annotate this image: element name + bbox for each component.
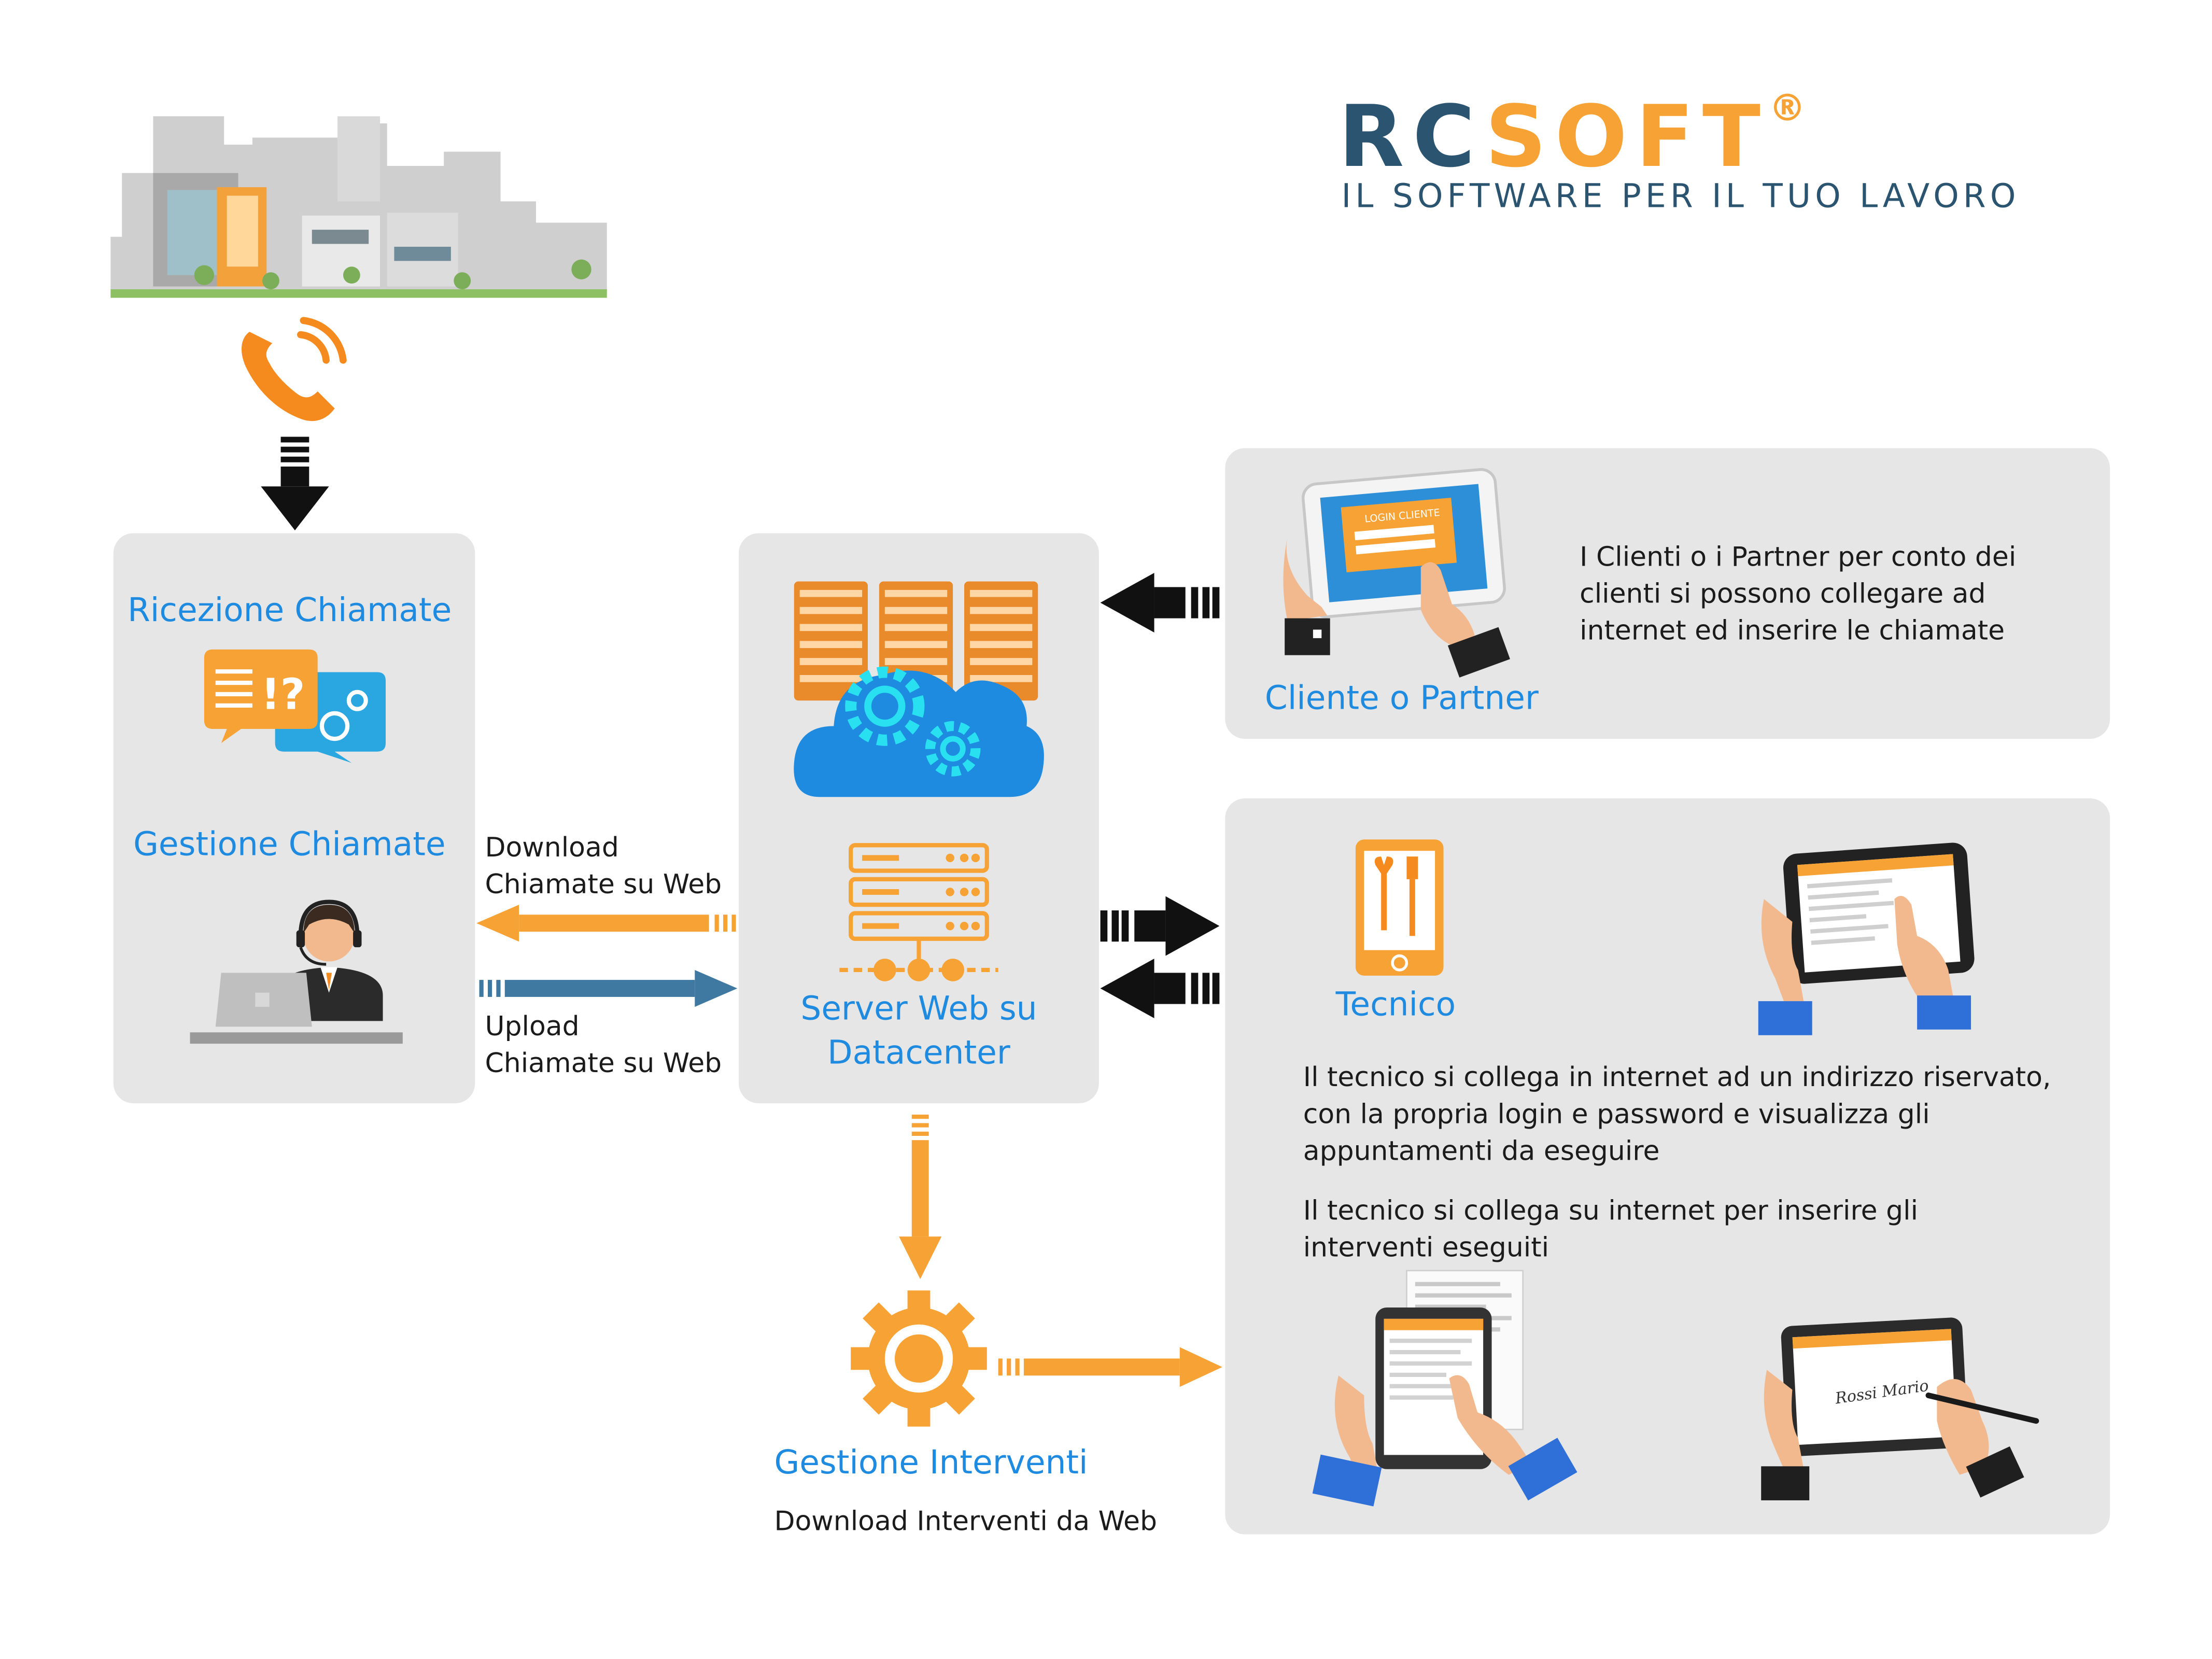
arrow-right-blue-icon: [479, 969, 738, 1007]
arrow-down-black-icon: [261, 437, 329, 531]
svg-text:!?: !?: [261, 670, 305, 720]
download-label-line2: Chiamate su Web: [485, 869, 722, 901]
logo-tagline: IL SOFTWARE PER IL TUO LAVORO: [1341, 178, 2020, 216]
gear-icon: [851, 1290, 987, 1427]
server-rack-icon: [839, 843, 998, 981]
server-caption-line2: Datacenter: [827, 1035, 1010, 1072]
tech-paragraph-1: Il tecnico si collega in internet ad un …: [1303, 1062, 2051, 1168]
arrow-left-orange-icon: [476, 905, 736, 942]
smartphone-tools-icon: [1355, 839, 1444, 976]
tablet-hands-icon: [1758, 842, 1975, 1035]
logo-soft: SOFT: [1485, 88, 1769, 188]
tablet-login-icon: LOGIN CLIENTE: [1283, 468, 1510, 678]
logo-registered-mark: ®: [1769, 88, 1814, 131]
gestione-interventi-title: Gestione Interventi: [774, 1445, 1088, 1482]
ricezione-chiamate-title: Ricezione Chiamate: [128, 593, 452, 630]
arrow-right-black-icon: [1100, 896, 1220, 956]
arrow-left-black-top-icon: [1100, 573, 1220, 632]
cloud-servers-icon: [794, 581, 1044, 797]
tecnico-title: Tecnico: [1335, 987, 1456, 1024]
client-partner-description: I Clienti o i Partner per conto dei clie…: [1580, 541, 2017, 647]
arrow-right-orange-icon: [998, 1347, 1222, 1387]
arrow-down-orange-icon: [899, 1114, 942, 1280]
client-partner-title: Cliente o Partner: [1264, 680, 1539, 718]
download-label-line1: Download: [485, 832, 619, 864]
tablet-form-icon: [1312, 1270, 1577, 1507]
logo: RCSOFT® IL SOFTWARE PER IL TUO LAVORO: [1339, 88, 2104, 230]
server-caption-line1: Server Web su: [800, 991, 1037, 1029]
gestione-chiamate-title: Gestione Chiamate: [133, 826, 446, 864]
chat-bubbles-icon: !?: [204, 649, 386, 763]
logo-rc: RC: [1339, 88, 1485, 188]
cityscape-icon: [110, 116, 607, 298]
operator-laptop-icon: [190, 899, 403, 1044]
tech-paragraph-2: Il tecnico si collega su internet per in…: [1303, 1195, 1919, 1264]
phone-ringing-icon: [242, 317, 347, 421]
gestione-interventi-subtitle: Download Interventi da Web: [774, 1506, 1158, 1538]
tablet-signature-icon: Rossi Mario: [1761, 1317, 2039, 1500]
upload-label-line2: Chiamate su Web: [485, 1048, 722, 1079]
upload-label-line1: Upload: [485, 1011, 580, 1043]
arrow-left-black-bottom-icon: [1100, 959, 1220, 1018]
